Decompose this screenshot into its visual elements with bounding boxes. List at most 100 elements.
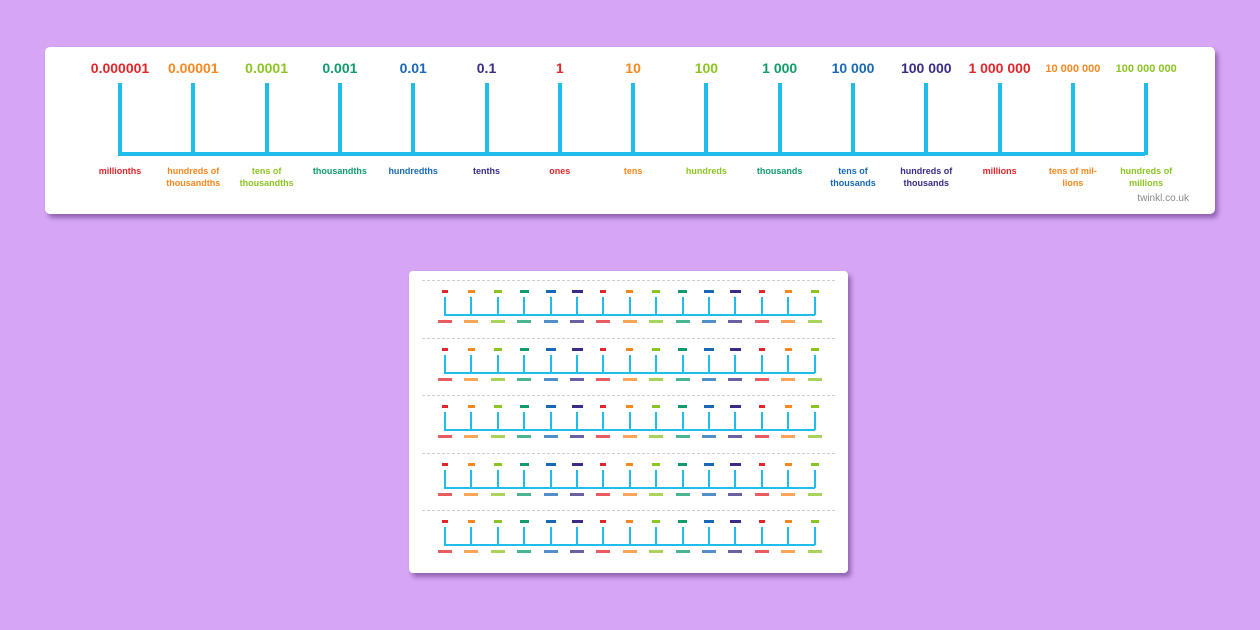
- place-value-label-line: hundreds of: [900, 166, 953, 176]
- place-value-tick: [191, 83, 196, 155]
- sheet-strip-label-mark: [781, 435, 796, 438]
- sheet-strip-number-mark: [729, 347, 741, 351]
- sheet-strip-number-mark: [784, 462, 792, 466]
- sheet-strip-tick: [813, 527, 816, 545]
- sheet-strip-number-mark: [467, 347, 475, 351]
- place-value-number: 10 000: [831, 60, 875, 76]
- sheet-strip-number-mark: [493, 347, 502, 351]
- sheet-strip-tick: [760, 527, 763, 545]
- sheet-strip-tick: [760, 469, 763, 488]
- sheet-strip-tick: [523, 297, 526, 315]
- sheet-strip-label-mark: [622, 320, 637, 323]
- place-value-label: millionths: [82, 165, 158, 177]
- sheet-strip-number-mark: [810, 520, 819, 523]
- sheet-strip-number-mark: [626, 347, 634, 351]
- sheet-strip-number-mark: [442, 347, 448, 351]
- place-value-label: thousandths: [302, 165, 378, 177]
- sheet-strip-tick: [444, 412, 446, 430]
- sheet-strip-label-mark: [517, 320, 532, 323]
- sheet-strip-label-mark: [464, 320, 479, 323]
- sheet-strip-copy: [418, 450, 839, 506]
- sheet-strip-tick: [470, 354, 473, 373]
- sheet-strip-number-mark: [784, 290, 792, 293]
- sheet-strip-label-mark: [543, 435, 558, 438]
- sheet-strip-label-mark: [490, 320, 505, 323]
- sheet-strip-tick: [681, 297, 684, 315]
- sheet-strip-number-mark: [626, 290, 634, 293]
- sheet-strip-tick: [734, 297, 737, 315]
- sheet-strip-label-mark: [464, 435, 479, 438]
- sheet-strip-tick: [523, 412, 526, 430]
- sheet-strip-number-mark: [758, 347, 765, 351]
- cut-line: [422, 395, 835, 396]
- place-value-tick: [264, 83, 269, 155]
- sheet-strip-label-mark: [596, 550, 611, 553]
- sheet-strip-number-mark: [758, 405, 765, 408]
- sheet-strip-tick: [549, 527, 552, 545]
- place-value-number: 100: [694, 60, 719, 76]
- place-value-tick: [631, 83, 636, 155]
- sheet-strip-tick: [602, 469, 605, 488]
- sheet-strip-number-mark: [467, 405, 475, 408]
- sheet-strip-number-mark: [729, 290, 741, 293]
- sheet-strip-tick: [470, 469, 473, 488]
- sheet-strip-label-mark: [570, 377, 584, 381]
- sheet-strip-number-mark: [519, 520, 529, 523]
- sheet-strip-number-mark: [545, 520, 556, 523]
- sheet-strip-number-mark: [810, 405, 819, 408]
- sheet-strip-label-mark: [596, 377, 611, 381]
- sheet-strip-tick: [655, 469, 658, 488]
- place-value-tick: [777, 83, 782, 155]
- place-value-tick: [337, 83, 342, 155]
- sheet-strip-label-mark: [622, 492, 637, 496]
- sheet-strip-copy: [418, 277, 839, 333]
- place-value-tick: [411, 83, 416, 155]
- place-value-number: 0.00001: [167, 60, 219, 76]
- sheet-strip-number-mark: [467, 290, 475, 293]
- place-value-label-line: millions: [982, 166, 1017, 176]
- sheet-strip-tick: [681, 469, 684, 488]
- sheet-strip-number-mark: [545, 462, 556, 466]
- sheet-strip-label-mark: [675, 550, 690, 553]
- sheet-strip-label-mark: [490, 550, 505, 553]
- sheet-strip-number-mark: [704, 290, 714, 293]
- sheet-strip-number-mark: [784, 405, 792, 408]
- place-value-tick: [997, 83, 1002, 155]
- place-value-label-line: millionths: [98, 166, 142, 176]
- sheet-strip-baseline: [444, 314, 815, 316]
- sheet-strip-tick: [734, 469, 737, 488]
- place-value-tick: [1144, 83, 1149, 155]
- sheet-strip-tick: [576, 297, 578, 315]
- printable-sheet-preview: [409, 271, 848, 573]
- sheet-strip-copy: [418, 392, 839, 448]
- cut-line: [422, 452, 835, 454]
- sheet-strip-tick: [549, 297, 552, 315]
- sheet-strip-tick: [734, 354, 737, 373]
- sheet-strip-baseline: [444, 544, 815, 546]
- sheet-strip-number-mark: [600, 462, 607, 466]
- sheet-strip-number-mark: [758, 520, 765, 523]
- sheet-strip-tick: [708, 412, 710, 430]
- sheet-strip-label-mark: [649, 377, 664, 381]
- place-value-label-line: lions: [1062, 178, 1084, 188]
- sheet-strip-number-mark: [600, 405, 607, 408]
- sheet-strip-tick: [708, 469, 710, 488]
- sheet-strip-label-mark: [438, 550, 452, 553]
- sheet-strip-baseline: [444, 486, 815, 489]
- sheet-strip-label-mark: [438, 435, 452, 438]
- sheet-strip-label-mark: [596, 435, 611, 438]
- sheet-strip-label-mark: [754, 492, 769, 496]
- sheet-strip-number-mark: [493, 290, 502, 293]
- sheet-strip-tick: [470, 412, 473, 430]
- sheet-strip-number-mark: [571, 520, 583, 523]
- sheet-strip-number-mark: [678, 462, 688, 466]
- sheet-strip-label-mark: [702, 435, 716, 438]
- sheet-strip-label-mark: [728, 435, 743, 438]
- place-value-label-line: thousands: [903, 178, 950, 188]
- place-value-label-line: tenths: [473, 166, 500, 176]
- sheet-strip-number-mark: [678, 520, 688, 523]
- sheet-strip-copy: [418, 335, 839, 391]
- sheet-strip-label-mark: [622, 550, 637, 553]
